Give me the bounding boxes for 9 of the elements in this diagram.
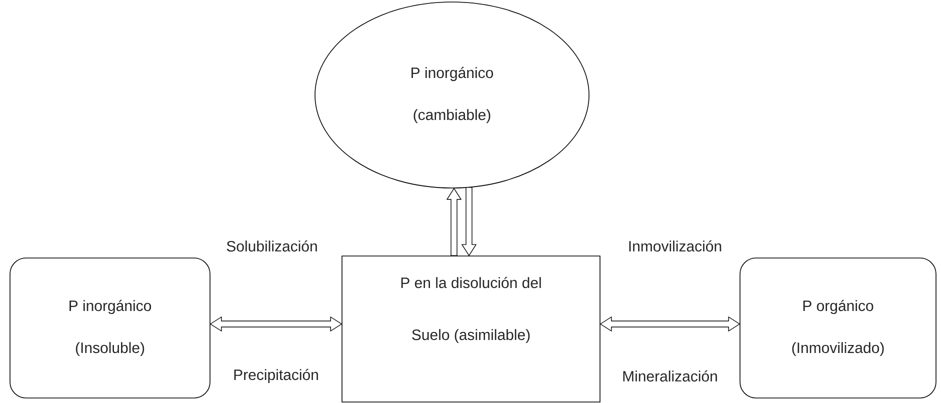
process-label: Mineralización	[623, 370, 717, 382]
process-label: Precipitación	[234, 368, 318, 384]
pool-box: P orgánico (Inmovilizado)	[740, 258, 936, 398]
hollow-arrow	[446, 188, 462, 256]
process-label: Inmovilización	[629, 240, 722, 252]
hollow-arrow	[461, 187, 477, 256]
process-label: Solubilización	[226, 240, 317, 252]
pool-box: P en la disolución del Suelo (asimilable)	[342, 256, 600, 402]
pool-box: P inorgánico (Insoluble)	[10, 258, 210, 398]
